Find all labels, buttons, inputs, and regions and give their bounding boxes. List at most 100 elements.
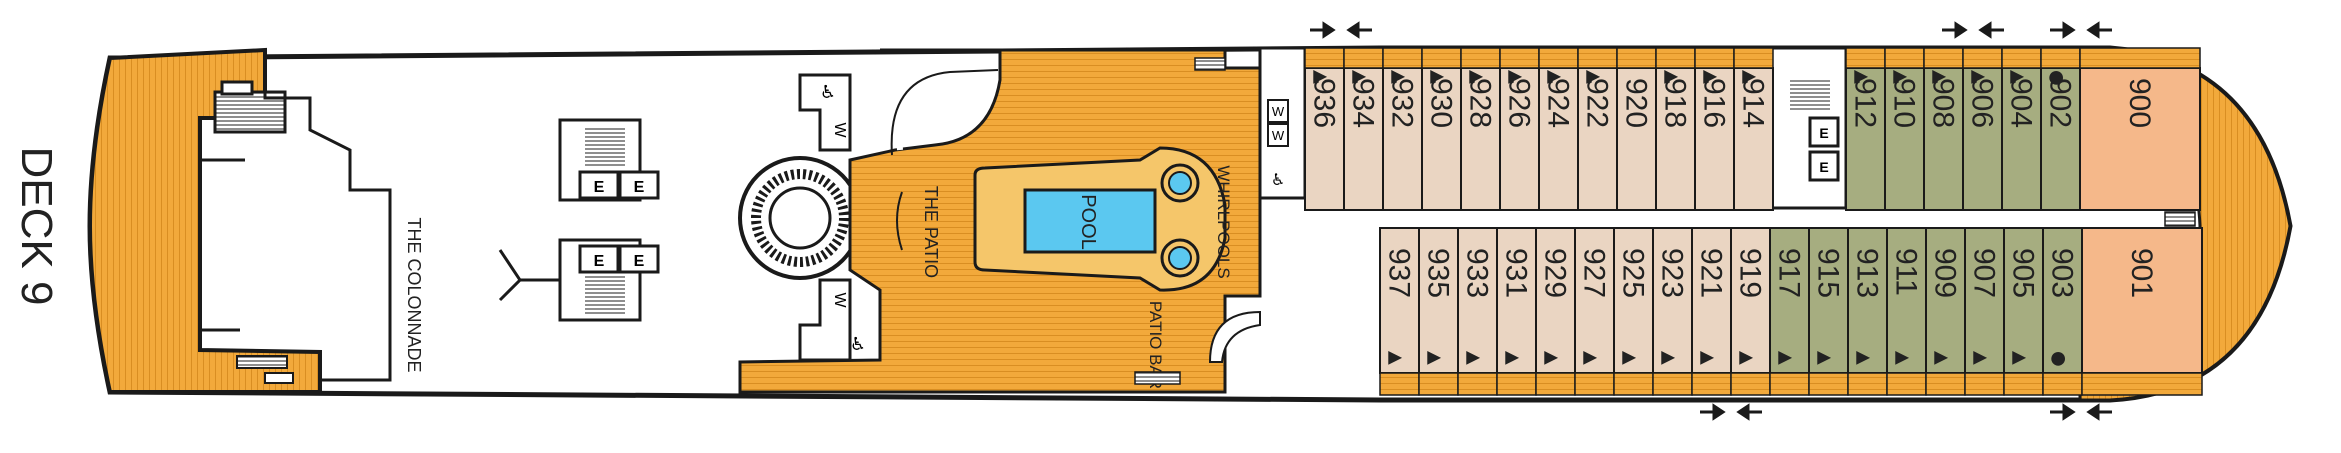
cabin-911: 911▲ xyxy=(1886,227,1927,374)
balcony-strip xyxy=(1457,372,1498,396)
balcony-strip xyxy=(1962,47,2003,69)
cabin-marker: ▲ xyxy=(1662,70,1683,84)
cabin-marker: ▲ xyxy=(1776,351,1797,365)
cabin-923: 923▲ xyxy=(1652,227,1693,374)
cabin-929: 929▲ xyxy=(1535,227,1576,374)
cabin-916: 916▲ xyxy=(1694,67,1735,211)
stair-top xyxy=(585,128,625,168)
colonnade-label: THE COLONNADE xyxy=(404,217,424,372)
balcony-strip xyxy=(1730,372,1771,396)
balcony-strip xyxy=(1496,372,1537,396)
balcony-strip xyxy=(2042,372,2083,396)
cabin-marker: ▲ xyxy=(1542,351,1563,365)
cabin-927: 927▲ xyxy=(1574,227,1615,374)
cabin-906: 906▲ xyxy=(1962,67,2003,211)
pool-deck-curve-outline xyxy=(890,69,999,156)
cabin-marker: ▲ xyxy=(1389,70,1410,84)
cabin-number: 920 xyxy=(1620,78,1653,128)
cabin-910: 910▲ xyxy=(1884,67,1925,211)
cabin-number: 932 xyxy=(1386,78,1419,128)
whirlpool-bottom xyxy=(1160,238,1200,278)
balcony-strip xyxy=(1379,372,1420,396)
cabin-928: 928▲ xyxy=(1460,67,1501,211)
cabin-920: 920 xyxy=(1616,67,1657,211)
cabin-marker: ▲ xyxy=(1659,351,1680,365)
svg-text:W: W xyxy=(1272,128,1285,143)
bow-vent xyxy=(2164,211,2196,227)
cabin-904: 904▲ xyxy=(2001,67,2042,211)
cabin-934: 934▲ xyxy=(1343,67,1384,211)
cabin-marker: ▲ xyxy=(2010,351,2031,365)
cabin-number: 926 xyxy=(1503,78,1536,128)
cabin-909: 909 ▲ xyxy=(1925,227,1966,374)
cabin-912: 912▲ xyxy=(1845,67,1886,211)
cabin-marker: ▲ xyxy=(1932,351,1953,365)
cabin-number: 922 xyxy=(1581,78,1614,128)
cabin-marker: ▲ xyxy=(1852,70,1873,84)
cabin-marker: ▲ xyxy=(1584,70,1605,84)
cabin-number: 913 xyxy=(1851,248,1884,298)
cabin-number: 914 xyxy=(1737,78,1770,128)
svg-text:♿: ♿ xyxy=(820,82,836,103)
balcony-strip xyxy=(1418,372,1459,396)
balcony-strip xyxy=(2079,47,2201,69)
svg-text:W: W xyxy=(831,292,848,308)
aft-deck-box-2 xyxy=(264,372,294,384)
cabin-marker: ▲ xyxy=(1350,70,1371,84)
cabin-919: 919▲ xyxy=(1730,227,1771,374)
balcony-strip xyxy=(1616,47,1657,69)
cabin-number: 936 xyxy=(1308,78,1341,128)
cabin-931: 931▲ xyxy=(1496,227,1537,374)
cabin-number: 909 xyxy=(1929,248,1962,298)
balcony-strip xyxy=(1884,47,1925,69)
entry-arrows xyxy=(1310,21,2112,421)
cabin-number: 918 xyxy=(1659,78,1692,128)
svg-text:E: E xyxy=(634,179,645,196)
balcony-strip xyxy=(1538,47,1579,69)
cabin-900: 900 xyxy=(2079,67,2201,211)
cabin-number: 917 xyxy=(1773,248,1806,298)
cabin-number: 900 xyxy=(2123,78,2156,128)
cabin-937: 937▲ xyxy=(1379,227,1420,374)
cabin-number: 903 xyxy=(2046,248,2079,298)
svg-text:♿: ♿ xyxy=(850,334,866,355)
pool-label: POOL xyxy=(1077,194,1099,250)
cabin-marker: ▲ xyxy=(1386,351,1407,365)
cabin-921: 921▲ xyxy=(1691,227,1732,374)
cabin-marker: ▲ xyxy=(1971,351,1992,365)
svg-text:♿: ♿ xyxy=(1271,170,1285,189)
balcony-strip xyxy=(1613,372,1654,396)
cabin-902: 902● xyxy=(2040,67,2081,211)
cabin-marker: ▲ xyxy=(1698,351,1719,365)
cabin-901: 901 xyxy=(2081,227,2203,374)
mid-stair-block: E E xyxy=(1768,46,1848,210)
aft-deck xyxy=(87,47,322,394)
cabin-935: 935▲ xyxy=(1418,227,1459,374)
balcony-strip xyxy=(1382,47,1423,69)
balcony-strip xyxy=(1733,47,1774,69)
balcony-strip xyxy=(1499,47,1540,69)
colonnade-wall xyxy=(263,50,392,382)
spiral-staircase xyxy=(738,156,862,280)
balcony-strip xyxy=(1845,47,1886,69)
balcony-strip xyxy=(1964,372,2005,396)
vent-bottom xyxy=(1134,371,1181,385)
corridor xyxy=(1305,210,2065,228)
cabin-marker: ▲ xyxy=(1893,351,1914,365)
cabin-number: 935 xyxy=(1422,248,1455,298)
svg-text:E: E xyxy=(594,253,605,270)
cabin-903: 903● xyxy=(2042,227,2083,374)
cabin-number: 930 xyxy=(1425,78,1458,128)
pool-deck-curve xyxy=(896,75,991,151)
balcony-strip xyxy=(1769,372,1810,396)
aft-vent xyxy=(236,355,288,369)
cabin-number: 933 xyxy=(1461,248,1494,298)
cabin-marker: ▲ xyxy=(1311,70,1332,84)
elevator-icon: E xyxy=(618,244,660,274)
colonnade-inner-wall xyxy=(200,158,560,332)
whirlpools-label: WHIRLPOOLS xyxy=(1214,165,1233,278)
stair-bottom xyxy=(585,275,625,315)
cabin-marker: ▲ xyxy=(1854,351,1875,365)
cabin-number: 910 xyxy=(1888,78,1921,128)
cabin-924: 924▲ xyxy=(1538,67,1579,211)
